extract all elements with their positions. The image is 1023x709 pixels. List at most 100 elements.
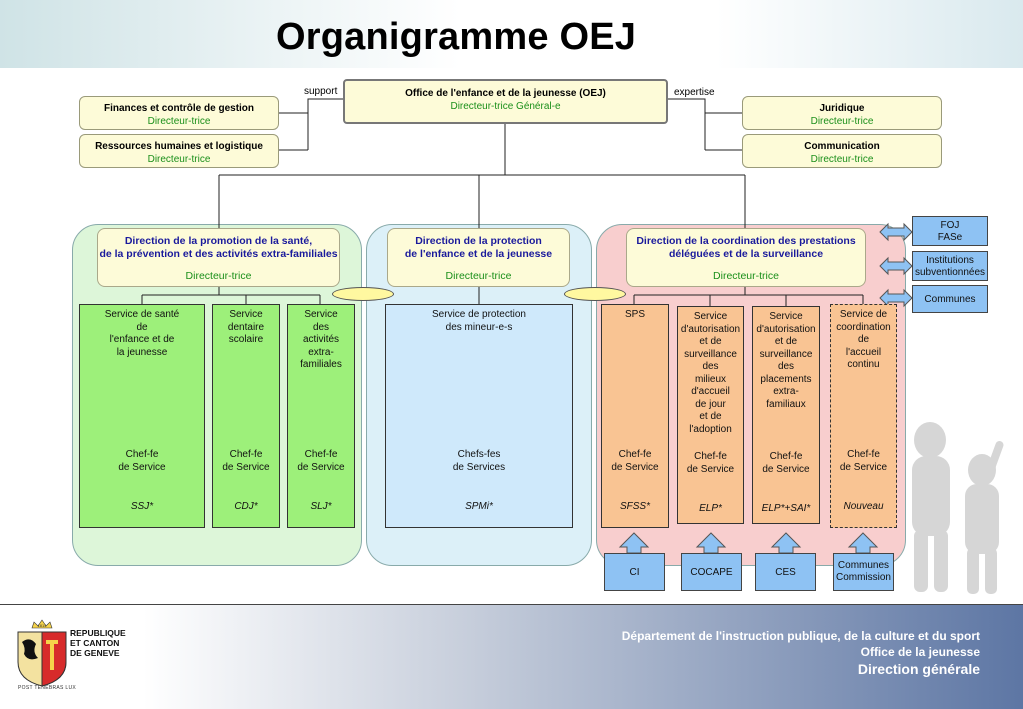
rh-subtitle: Directeur-trice (147, 153, 211, 165)
text-line: dentaire (227, 321, 265, 333)
text-line: placements (760, 373, 812, 385)
text-line: Chefs-fes (457, 449, 501, 460)
text-line: Service (229, 309, 263, 320)
text-line: d'autorisation (680, 323, 741, 335)
text-line: Chef-fe (125, 449, 159, 460)
finances-title: Finances et contrôle de gestion (103, 103, 255, 114)
header-background (0, 0, 1023, 68)
text-line: Institutions (926, 255, 974, 266)
text-line: Service de protection (432, 309, 526, 320)
text-line: Commission (835, 572, 891, 583)
text-line: des mineur-e-s (445, 321, 513, 333)
text-line: CI (629, 567, 640, 578)
text-line: Communes (837, 560, 890, 571)
finances-subtitle: Directeur-trice (147, 115, 211, 127)
footer-office: Office de la jeunesse (860, 645, 980, 659)
bottom-box-ces: CES (755, 553, 816, 591)
logo-text-line1: REPUBLIQUE (70, 628, 126, 638)
service-cdj-abbr: CDJ* (234, 501, 258, 512)
text-line: Chef-fe (694, 451, 727, 462)
text-line: et de (699, 336, 722, 347)
text-line: des (702, 361, 719, 372)
oej-top-box: Office de l'enfance et de la jeunesse (O… (343, 79, 668, 124)
text-line: de Service (839, 461, 888, 473)
service-elp-placements-abbr: ELP*+SAI* (761, 503, 811, 514)
text-line: la jeunesse (116, 346, 168, 358)
direction-protection-title-2: de l'enfance et de la jeunesse (404, 247, 553, 260)
direction-protection-subtitle: Directeur-trice (445, 269, 512, 282)
text-line: de Service (611, 461, 659, 473)
footer: Département de l'instruction publique, d… (0, 604, 1023, 709)
text-line: Service (304, 309, 338, 320)
link-ellipse-left (332, 287, 394, 301)
text-line: d'accueil (691, 386, 730, 397)
service-accueil-continu-abbr: Nouveau (843, 501, 884, 512)
text-line: de Service (762, 463, 810, 475)
direction-coordination-title-2: déléguées et de la surveillance (668, 247, 824, 260)
direction-sante-subtitle: Directeur-trice (185, 269, 252, 282)
text-line: des (312, 321, 330, 333)
link-ellipse-right (564, 287, 626, 301)
text-line: des (777, 361, 795, 372)
text-line: d'autorisation (756, 323, 816, 335)
text-line: de (136, 321, 148, 333)
direction-sante-title-2: de la prévention et des activités extra-… (99, 247, 338, 260)
direction-coordination-subtitle: Directeur-trice (713, 269, 779, 282)
text-line: activités (302, 334, 340, 345)
footer-direction: Direction générale (857, 661, 980, 677)
text-line: subventionnées (914, 267, 986, 278)
text-line: Chef-fe (229, 449, 263, 460)
text-line: de Services (452, 461, 506, 473)
direction-protection-title-1: Direction de la protection (415, 235, 542, 247)
geneva-crest-logo: 1814 (17, 619, 67, 687)
text-line: Service (693, 311, 728, 322)
text-line: Chef-fe (769, 451, 803, 462)
finances-box: Finances et contrôle de gestion Directeu… (79, 96, 279, 130)
text-line: de (857, 334, 870, 345)
text-line: extra- (773, 386, 799, 397)
direction-sante-title-1: Direction de la promotion de la santé, (124, 235, 313, 247)
page-title: Organigramme OEJ (276, 16, 637, 58)
logo-text-line2: ET CANTON (70, 638, 120, 648)
text-line: scolaire (228, 334, 264, 345)
direction-coordination-title-1: Direction de la coordination des prestat… (636, 235, 856, 247)
text-line: surveillance (684, 348, 737, 360)
crest-year: 1814 (38, 623, 48, 628)
text-line: extra- (308, 346, 334, 358)
logo-motto: POST TENEBRAS LUX (18, 685, 76, 691)
text-line: de jour (695, 398, 726, 410)
juridique-title: Juridique (819, 103, 865, 114)
text-line: et de (774, 336, 798, 347)
text-line: milieux (694, 373, 727, 385)
logo-text-line3: DE GENEVE (70, 648, 120, 658)
side-box-communes: Communes (912, 285, 988, 313)
oej-title: Office de l'enfance et de la jeunesse (O… (405, 88, 606, 99)
text-line: l'adoption (689, 423, 732, 435)
text-line: Chef-fe (847, 449, 880, 460)
text-line: CES (775, 567, 796, 578)
text-line: FASe (937, 232, 963, 243)
service-sps-abbr: SFSS* (619, 501, 650, 512)
text-line: Chef-fe (304, 449, 338, 460)
rh-title: Ressources humaines et logistique (95, 141, 263, 152)
